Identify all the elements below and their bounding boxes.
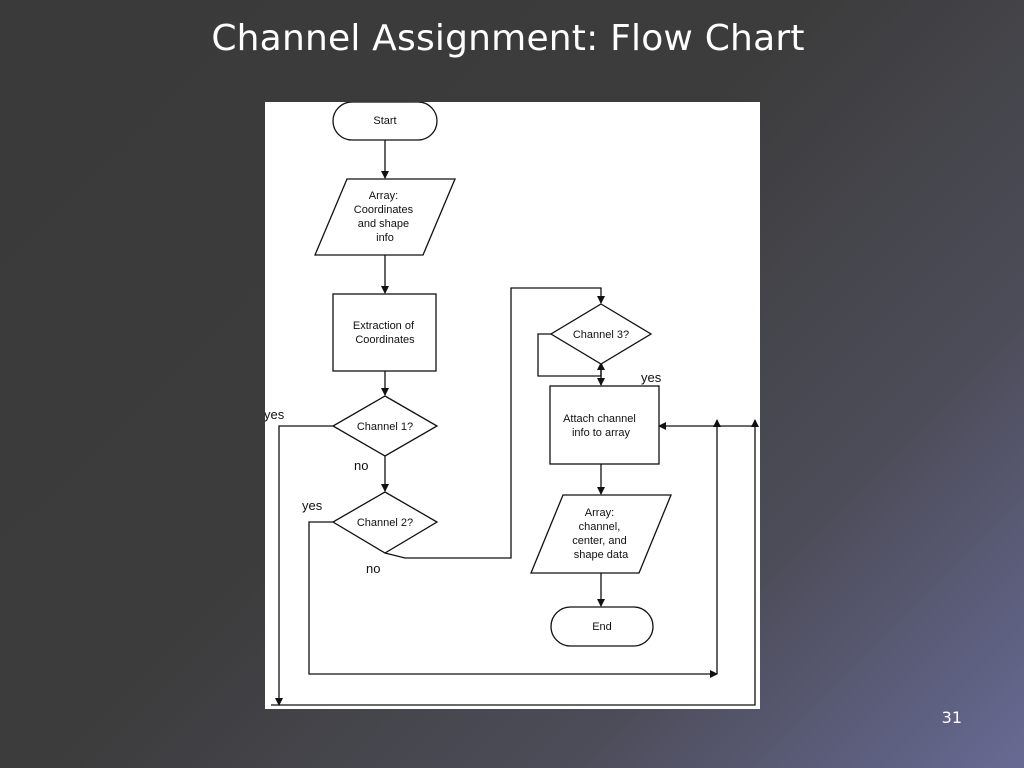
channel2-diamond [331,491,439,554]
channel1-diamond [331,395,439,457]
array-output-label: Array: channel, center, and shape data [572,507,630,561]
start-label: Start [373,115,396,127]
channel2-yes-label: yes [302,498,323,513]
edge-channel2-no-to-channel3 [384,287,605,559]
end-terminal [550,606,654,647]
channel3-yes-label: yes [641,370,662,385]
array-input-shape [314,178,456,256]
array-output-shape [530,494,672,574]
channel1-no-label: no [354,458,368,473]
start-terminal [332,102,438,141]
flowchart-panel: Start Array: Coordinates and shape info … [265,102,760,709]
flowchart-diagram: Start Array: Coordinates and shape info … [265,102,759,706]
extraction-label: Extraction of Coordinates [353,320,417,346]
slide-number: 31 [941,708,962,727]
end-label: End [592,621,612,633]
channel3-diamond [549,303,653,365]
array-input-label: Array: Coordinates and shape info [354,190,416,244]
channel2-label: Channel 2? [357,517,413,529]
channel1-label: Channel 1? [357,421,413,433]
attach-label: Attach channel info to array [563,413,639,439]
attach-box [549,385,660,465]
slide-title: Channel Assignment: Flow Chart [211,18,805,59]
channel2-no-label: no [366,561,380,576]
edge-channel1-yes-left [275,425,333,706]
edge-channel1-yes-bottom [271,419,759,706]
channel3-label: Channel 3? [573,329,629,341]
edge-channel2-yes-left [308,521,718,678]
channel1-yes-label: yes [265,407,285,422]
extraction-box [332,293,437,372]
